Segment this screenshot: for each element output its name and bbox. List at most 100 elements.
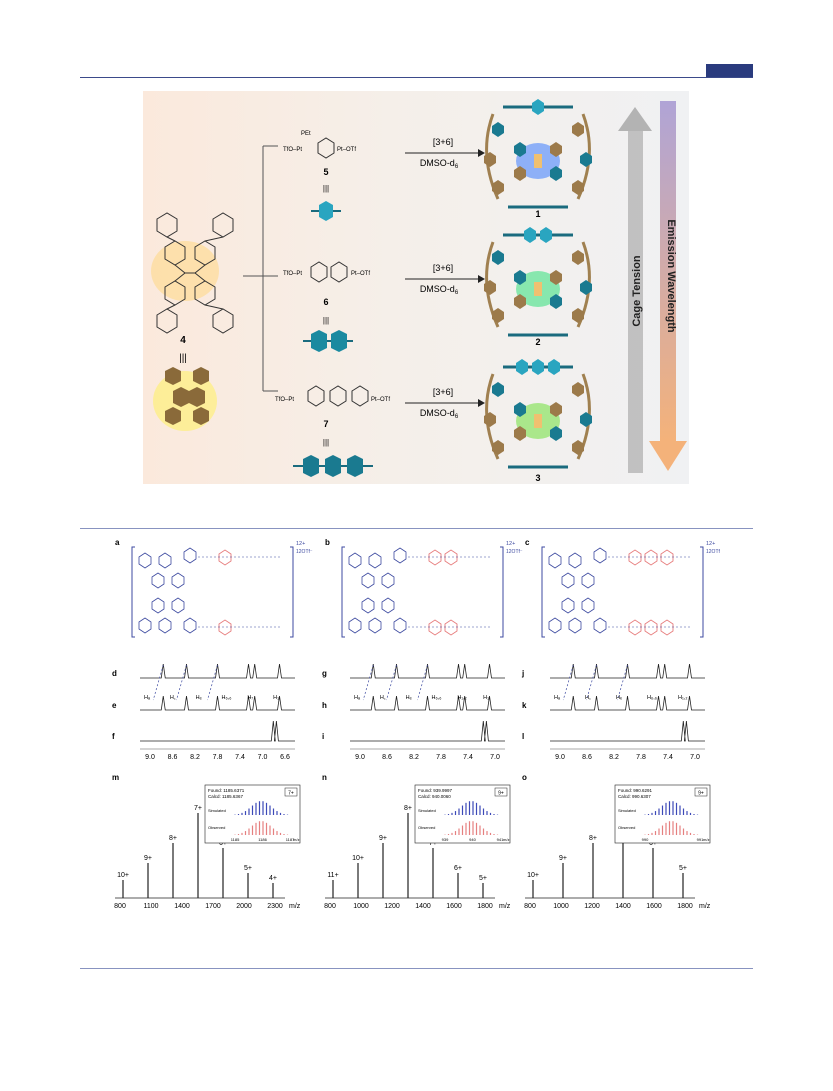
nmr-trace [140, 663, 295, 679]
peak-label: H₁,₂ [457, 695, 467, 701]
peak-label: H₁ [273, 695, 279, 701]
nmr-tick-label: 9.0 [555, 754, 565, 761]
nmr-tick-label: 7.8 [213, 754, 223, 761]
nmr-tick-label: 8.6 [582, 754, 592, 761]
branch-bracket [243, 145, 278, 392]
ligand-4-structure [156, 212, 234, 334]
inset-observed: Observed [208, 825, 225, 830]
header-accent-tab [706, 64, 753, 77]
cage-2-model [484, 227, 592, 337]
ms-tick-label: 1700 [205, 903, 221, 910]
peak-label: H꜀ [170, 695, 176, 701]
inset-tick: 1185 [231, 837, 240, 842]
nmr-tick-label: 7.4 [463, 754, 473, 761]
ms-charge-label: 11+ [327, 872, 338, 879]
panel-letter: a [115, 538, 120, 547]
ms-tick-label: 1100 [143, 903, 158, 910]
linker-6-right: Pt–OTf [351, 271, 370, 277]
ms-tick-label: 1000 [553, 903, 569, 910]
nmr-trace [140, 695, 295, 711]
ms-tick-label: 2300 [267, 903, 283, 910]
peak-label: H₆,₆ [432, 695, 442, 701]
ligand-label: 4 [180, 335, 186, 346]
peak-label: H₁ [483, 695, 489, 701]
nmr-tick-label: 8.6 [382, 754, 392, 761]
cage-tension-arrow [618, 107, 652, 473]
counterion-label: 12OTf⁻ [296, 549, 313, 555]
ms-unit: m/z [289, 903, 301, 910]
cage-2-label: 2 [535, 337, 540, 347]
linker-7: TfO–Pt Pt–OTf 7 ||| [275, 385, 390, 477]
linker-6-equiv: ||| [323, 316, 329, 325]
peak-label: H₁,₂ [678, 695, 688, 701]
ms-charge-label: 7+ [429, 840, 437, 847]
ms-letter: o [522, 773, 527, 782]
ms-charge-label: 10+ [117, 872, 129, 879]
nmr-tick-label: 7.4 [663, 754, 673, 761]
ligand-glow [151, 241, 219, 301]
inset-calcd: Calcd: 990.6307 [618, 794, 651, 799]
ms-tick-label: 1200 [584, 903, 600, 910]
linker-5-label: 5 [323, 167, 328, 177]
inset-calcd: Calcd: 1185.6367 [208, 794, 243, 799]
figure-column-3: c12+12OTf⁻jklHₐH꜀HₑH₆,₆H₁,₂9.08.68.27.87… [521, 538, 723, 910]
linker-5-top: PEt [301, 131, 311, 137]
linker-5-equiv: ||| [323, 184, 329, 193]
inset-tick: 939 [442, 837, 449, 842]
footer-rule [80, 968, 753, 969]
ms-charge-label: 8+ [404, 805, 412, 812]
ms-letter: m [112, 773, 119, 782]
nmr-tick-label: 8.2 [190, 754, 200, 761]
ms-tick-label: 800 [324, 903, 336, 910]
inset-found: Found: 990.6291 [618, 788, 653, 793]
peak-label: Hₐ [144, 695, 151, 701]
ms-charge-label: 5+ [244, 865, 252, 872]
linker-6-left: TfO–Pt [283, 271, 302, 277]
emission-arrow [649, 101, 687, 471]
ms-tick-label: 1600 [646, 903, 662, 910]
ms-tick-label: 1800 [477, 903, 493, 910]
ms-letter: n [322, 773, 327, 782]
inset-simulated: Simulated [618, 808, 636, 813]
peak-label: Hₐ [354, 695, 361, 701]
inset-calcd: Calcd: 940.0060 [418, 794, 451, 799]
nmr-tick-label: 7.0 [690, 754, 700, 761]
ms-tick-label: 1600 [446, 903, 462, 910]
ms-tick-label: 800 [114, 903, 126, 910]
nmr-tick-label: 7.0 [258, 754, 268, 761]
linker-7-label: 7 [323, 419, 328, 429]
ms-charge-label: 9+ [559, 855, 567, 862]
arrow-label-1: [3+6] [433, 137, 453, 147]
equivalence-mark: ||| [179, 353, 187, 364]
nmr-trace [550, 720, 705, 742]
cage-tension-label: Cage Tension [631, 255, 643, 327]
peak-label: H꜀ [585, 695, 591, 701]
inset-found: Found: 939.9997 [418, 788, 453, 793]
nmr-tick-label: 8.2 [609, 754, 619, 761]
ms-tick-label: 1800 [677, 903, 693, 910]
linker-5-left: TfO–Pt [283, 147, 302, 153]
ms-tick-label: 1200 [384, 903, 400, 910]
synthesis-scheme: 4 ||| TfO–Pt Pt–OTf PEt 5 ||| [143, 91, 689, 484]
nmr-tick-label: 6.6 [280, 754, 290, 761]
cage-1-label: 1 [535, 209, 540, 219]
linker-6-label: 6 [323, 297, 328, 307]
peak-label: H₆,₆ [647, 695, 657, 701]
arrow-label-2: [3+6] [433, 263, 453, 273]
peak-label: H꜀ [380, 695, 386, 701]
cage-1-model [484, 99, 592, 209]
nmr-trace [140, 720, 295, 742]
cage-3-label: 3 [535, 473, 540, 483]
ms-charge-label: 10+ [527, 872, 539, 879]
inset-observed: Observed [618, 825, 635, 830]
peak-label: H₆,₆ [222, 695, 232, 701]
arrow-label-3: [3+6] [433, 387, 453, 397]
